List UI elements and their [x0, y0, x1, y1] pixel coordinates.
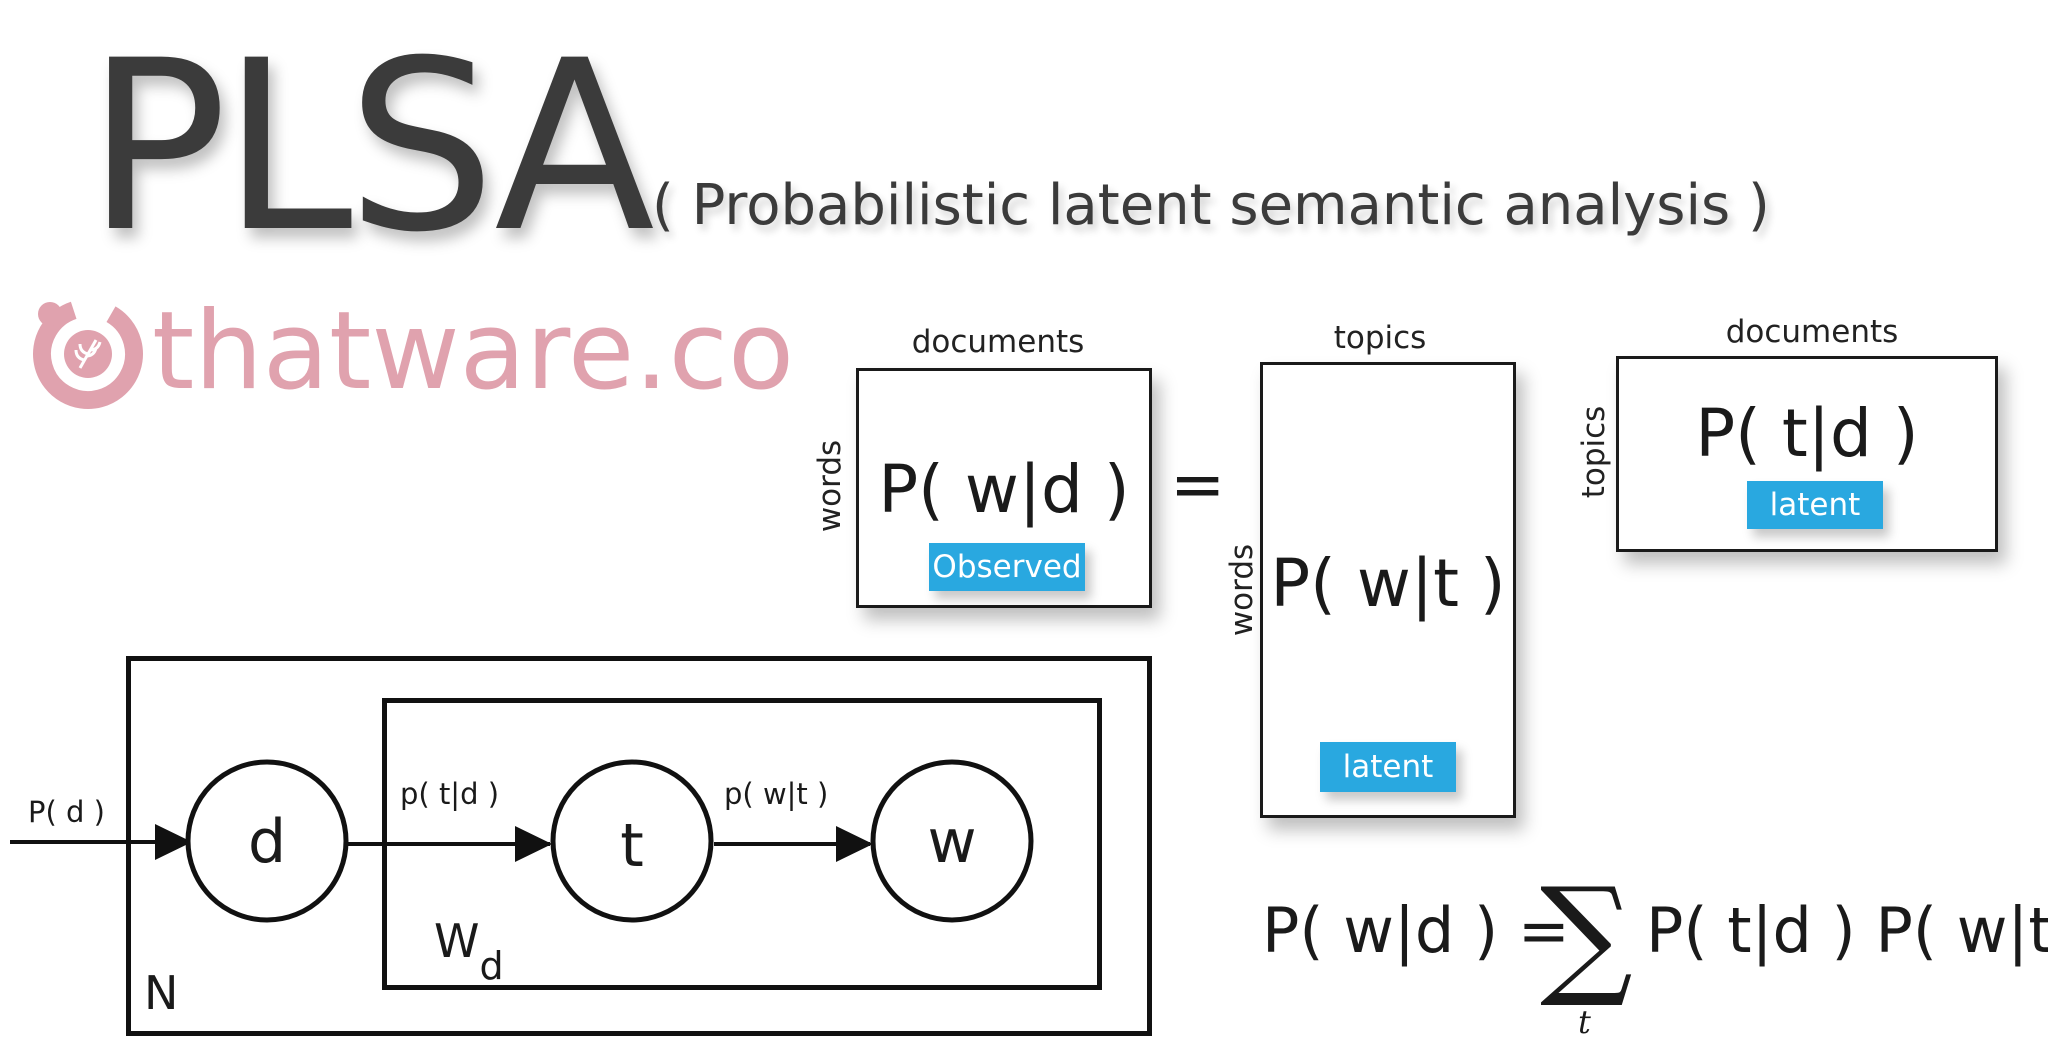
topic-doc-matrix: P( t|d ) latent — [1616, 356, 1998, 552]
topic-doc-matrix-expression: P( t|d ) — [1695, 395, 1919, 472]
page-title: PLSA — [86, 11, 655, 284]
page-subtitle: ( Probabilistic latent semantic analysis… — [652, 173, 1770, 238]
inner-plate-label: Wd — [434, 918, 504, 985]
word-topic-matrix: P( w|t ) latent — [1260, 362, 1516, 818]
sum-index: t — [1578, 1003, 1591, 1041]
inner-plate-label-main: W — [434, 914, 480, 968]
outer-plate — [126, 656, 1152, 1036]
observed-matrix: P( w|d ) Observed — [856, 368, 1152, 608]
sum-symbol: ∑ — [1540, 859, 1633, 1011]
brand-wordmark: thatware.co — [152, 289, 795, 414]
formula-rhs: P( t|d ) P( w|t ) — [1646, 894, 2048, 967]
word-topic-matrix-expression: P( w|t ) — [1270, 545, 1506, 622]
doc-to-topic-edge — [348, 826, 552, 862]
inner-plate-label-subscript: d — [479, 944, 504, 988]
topic-node — [550, 759, 714, 923]
doc-node — [185, 759, 349, 923]
input-edge — [10, 824, 192, 860]
formula-lhs: P( w|d ) = — [1262, 894, 1570, 967]
doc-to-topic-edge-label: p( t|d ) — [400, 777, 500, 811]
observed-matrix-top-label: documents — [911, 324, 1085, 360]
topic-to-word-edge-label: p( w|t ) — [724, 777, 829, 811]
topic-doc-latent-tag: latent — [1747, 481, 1883, 529]
equals-sign: = — [1170, 446, 1226, 523]
outer-plate-label: N — [144, 966, 179, 1020]
leaf-badge-icon — [33, 299, 143, 409]
topic-to-word-edge — [714, 826, 873, 862]
doc-node-label: d — [247, 807, 287, 877]
observed-tag: Observed — [929, 543, 1085, 591]
topic-doc-matrix-top-label: documents — [1725, 314, 1899, 350]
observed-matrix-expression: P( w|d ) — [878, 451, 1130, 528]
word-topic-latent-tag: latent — [1320, 742, 1456, 792]
word-node-label: w — [927, 807, 977, 877]
word-node — [870, 759, 1034, 923]
word-topic-matrix-top-label: topics — [1333, 320, 1427, 356]
input-edge-label: P( d ) — [28, 795, 105, 829]
topic-node-label: t — [620, 811, 644, 881]
